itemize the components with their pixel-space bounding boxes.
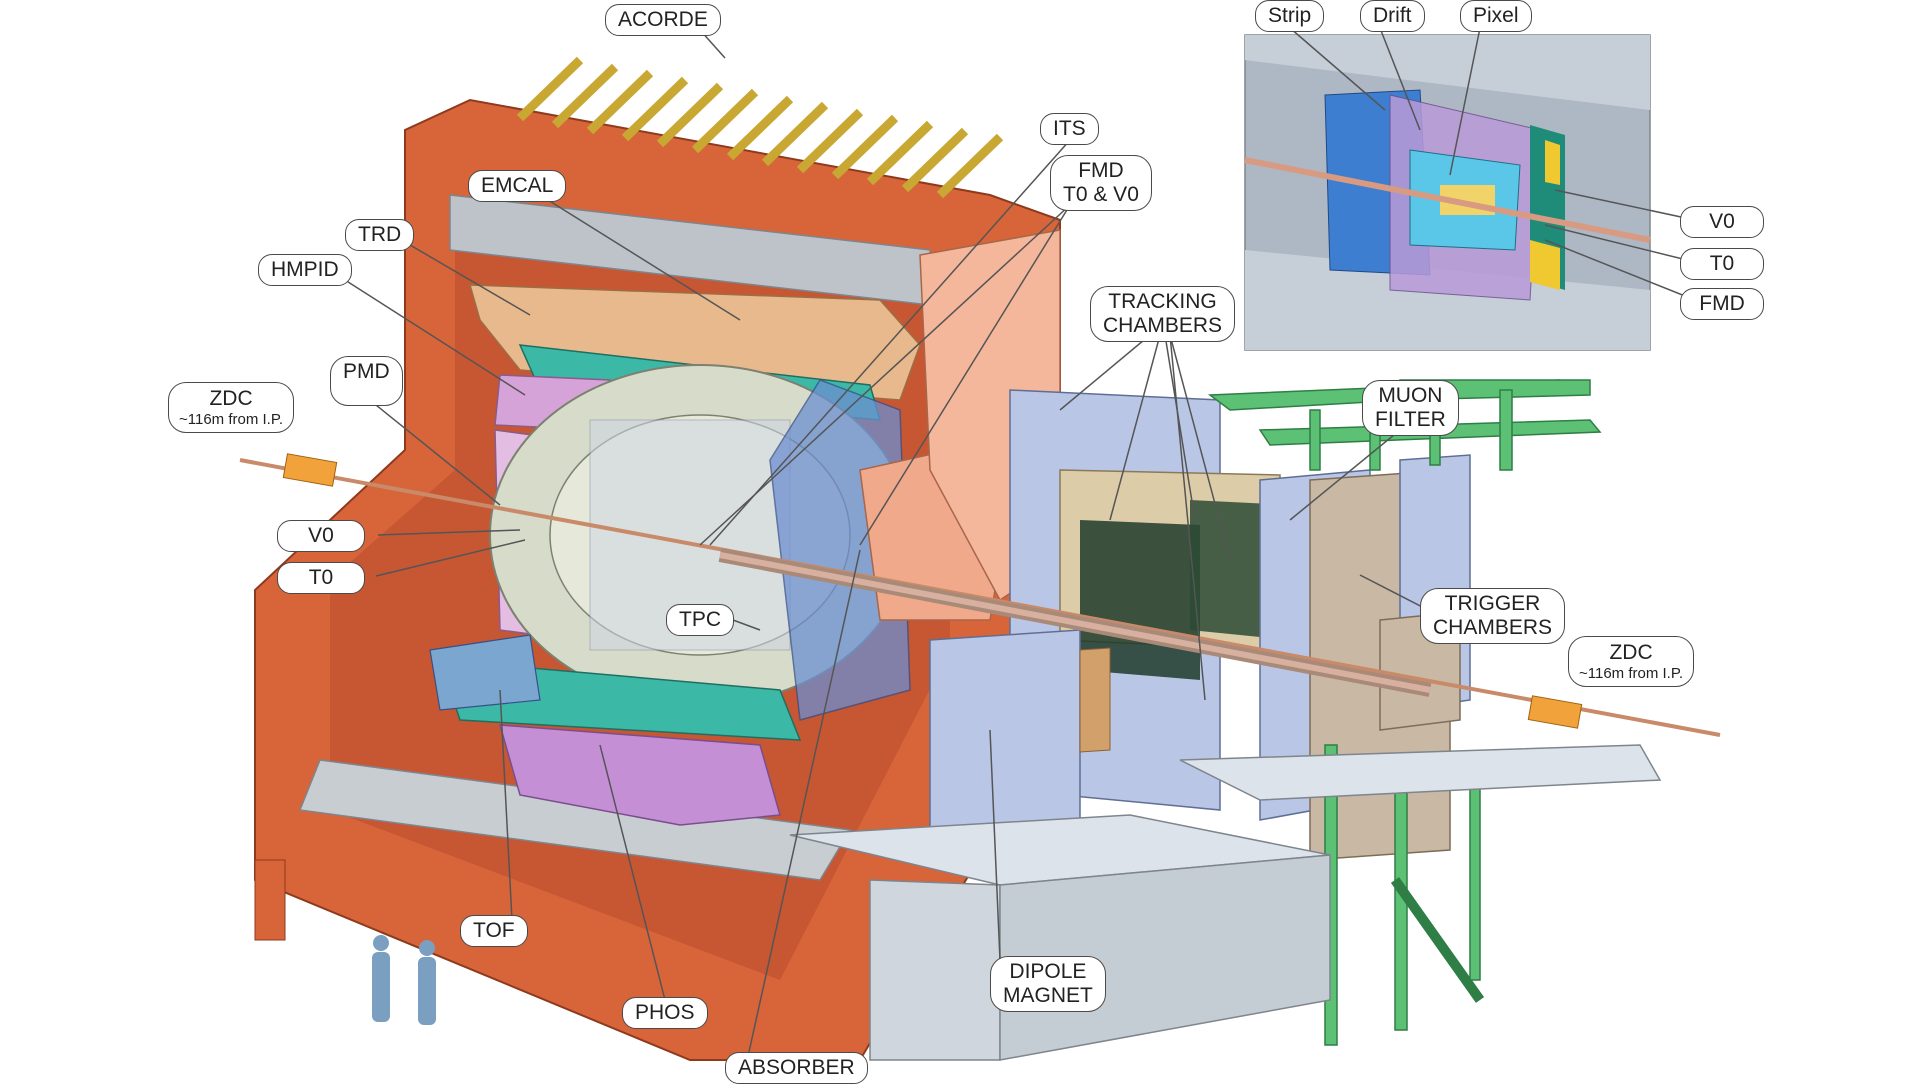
its-inset-image [1244,34,1651,351]
label-dipole-magnet: DIPOLE MAGNET [990,956,1106,1013]
label-muon-filter: MUON FILTER [1362,380,1459,437]
label-zdc-left: ZDC ~116m from I.P. [168,382,295,434]
zdc-right-box [1527,695,1583,729]
label-hmpid: HMPID [258,254,352,287]
label-trd: TRD [345,219,415,252]
space-frame-right [769,379,911,721]
label-tpc: TPC [666,604,734,637]
label-fmd-t0-v0: FMD T0 & V0 [1050,155,1152,212]
phos-module [498,724,781,826]
label-inset-drift: Drift [1360,0,1425,33]
label-tracking-chambers: TRACKING CHAMBERS [1090,286,1236,343]
people-silhouettes [372,935,436,1025]
label-inset-strip: Strip [1255,0,1325,33]
label-trigger-chambers: TRIGGER CHAMBERS [1420,588,1566,645]
label-absorber: ABSORBER [725,1052,868,1084]
label-tof: TOF [460,915,528,948]
label-acorde: ACORDE [605,4,721,37]
label-v0-left: V0 [277,520,365,553]
label-inset-v0: V0 [1680,206,1764,239]
label-inset-t0: T0 [1680,248,1764,281]
leader-lines [344,27,1696,1071]
label-inset-fmd: FMD [1680,288,1764,321]
beam-pipe [239,458,1721,737]
label-t0-left: T0 [277,562,365,595]
label-its: ITS [1040,113,1099,146]
acorde-scintillators [516,56,1004,199]
label-inset-pixel: Pixel [1460,0,1532,33]
label-zdc-right: ZDC ~116m from I.P. [1568,636,1695,688]
label-emcal: EMCAL [468,170,567,203]
label-pmd: PMD [330,356,403,406]
zdc-left-box [282,453,338,487]
label-phos: PHOS [622,997,708,1030]
tof-frame [429,634,541,711]
